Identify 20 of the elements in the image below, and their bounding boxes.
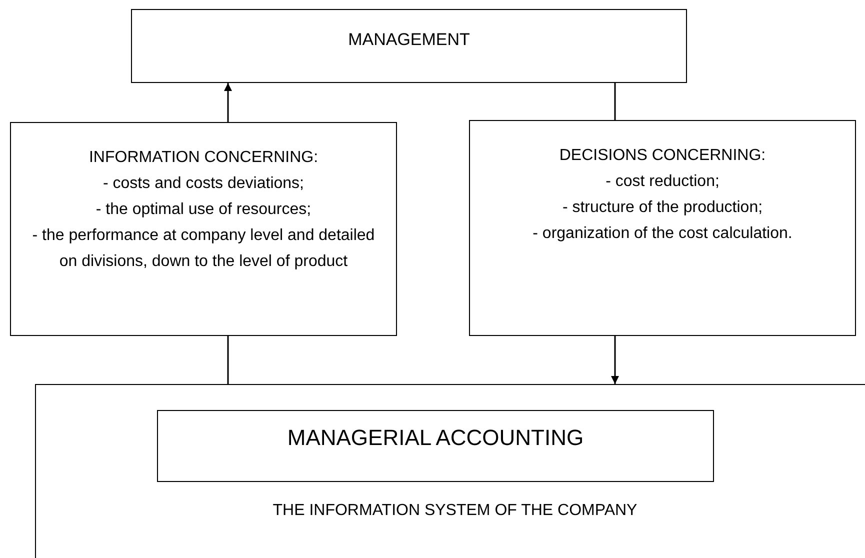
list-item: - the optimal use of resources;: [96, 200, 312, 220]
container-box: [35, 384, 865, 558]
node-title: MANAGEMENT: [348, 29, 470, 51]
process-box: [10, 122, 397, 336]
arrow: [224, 83, 232, 122]
process-box: [131, 9, 687, 83]
node-title: DECISIONS CONCERNING:: [559, 146, 766, 166]
node-title: INFORMATION CONCERNING:: [88, 148, 318, 168]
connector-line: [614, 83, 616, 120]
list-item: - costs and costs deviations;: [103, 174, 304, 194]
node-title: THE INFORMATION SYSTEM OF THE COMPANY: [272, 501, 638, 521]
connector-line: [227, 336, 229, 384]
arrow: [611, 336, 619, 384]
list-item: - organization of the cost calculation.: [532, 224, 792, 244]
list-item: - structure of the production;: [562, 198, 763, 218]
process-box: [469, 120, 856, 336]
process-box: [157, 410, 714, 482]
node-title: MANAGERIAL ACCOUNTING: [287, 424, 584, 452]
list-item: - the performance at company level and detailed on divisions, down to the level of product: [31, 226, 376, 272]
list-item: - cost reduction;: [606, 172, 720, 192]
